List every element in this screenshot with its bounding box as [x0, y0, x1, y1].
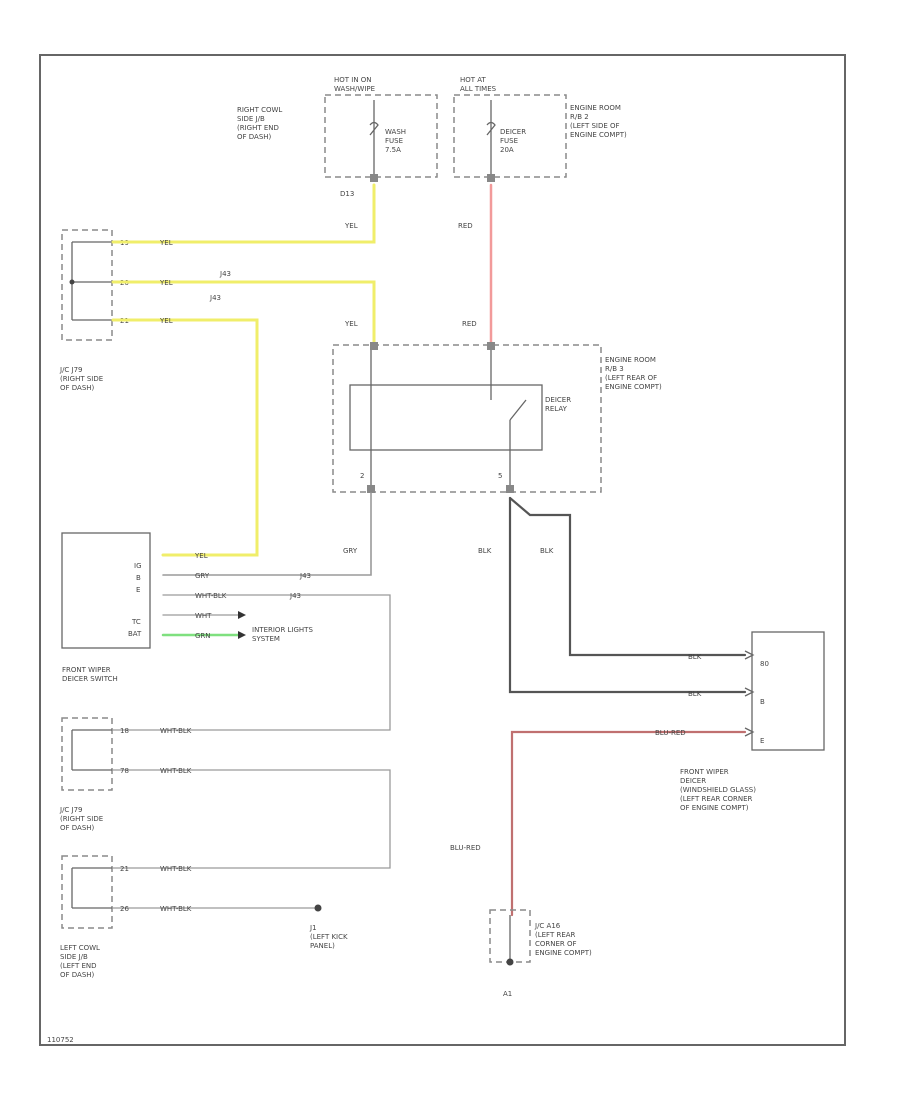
wire-yel-1 [111, 183, 376, 244]
wire-label-blu-red-1: BLU-RED [655, 729, 686, 737]
wire-label-blu-red-2: BLU-RED [450, 844, 481, 852]
wire-yel-2 [111, 280, 376, 347]
wire-label-blk-3: BLK [688, 653, 702, 661]
deicer-pin-e: E [760, 737, 764, 745]
wire-label-wht: WHT [195, 612, 212, 620]
wire-wht-blk-loop-1 [112, 594, 391, 731]
wire-label-yel-2b: YEL [344, 320, 358, 328]
wire-label-blk-1: BLK [478, 547, 492, 555]
left-cowl-pin-21: 21 [120, 865, 129, 873]
wire-wht-blk-loop-2 [112, 769, 391, 869]
wire-yel-3 [111, 318, 259, 557]
wire-label-blk-4: BLK [688, 690, 702, 698]
wire-label-wht-blk-1: WHT-BLK [195, 592, 227, 600]
switch-pin-b: B [136, 574, 141, 582]
wire-blu-red [510, 730, 747, 917]
wire-label-yel-3: YEL [159, 317, 173, 325]
switch-pin-bat: BAT [128, 630, 142, 638]
wire-label-wht-blk-4: WHT-BLK [160, 865, 192, 873]
wire-label-wht-blk-3: WHT-BLK [160, 767, 192, 775]
jc-mid-pin-18: 18 [120, 727, 129, 735]
connector-markers [367, 174, 514, 493]
jc-mid-pin-78: 78 [120, 767, 129, 775]
a1-label: A1 [503, 990, 512, 998]
switch-pin-ig: IG [134, 562, 142, 570]
relay-pin-2: 2 [360, 472, 364, 480]
wire-label-blk-2: BLK [540, 547, 554, 555]
j43-label: J43 [209, 294, 221, 302]
switch-pin-tc: TC [131, 618, 141, 626]
wire-blk-1 [508, 496, 747, 657]
wire-label-red-2: RED [462, 320, 477, 328]
j43-label-3: J43 [289, 592, 301, 600]
wire-label-wht-blk-2: WHT-BLK [160, 727, 192, 735]
wire-label-wht-blk-5: WHT-BLK [160, 905, 192, 913]
wire-label-yel-2: YEL [159, 279, 173, 287]
j43-label-2: J43 [299, 572, 311, 580]
wire-blk-2 [508, 496, 747, 694]
j43-sub-label: J43 [219, 270, 231, 278]
left-cowl-pin-26: 26 [120, 905, 129, 913]
wire-label-red-1: RED [458, 222, 473, 230]
wire-gry [162, 492, 372, 576]
footer-code: 110752 [47, 1036, 74, 1044]
diagram-frame [39, 54, 846, 1046]
wire-label-gry-1: GRY [343, 547, 358, 555]
relay-pin-5: 5 [498, 472, 502, 480]
deicer-pin-80: 80 [760, 660, 769, 668]
wire-label-gry-2: GRY [195, 572, 210, 580]
deicer-pin-b: B [760, 698, 765, 706]
wire-label-yel-sw: YEL [194, 552, 208, 560]
wire-label-yel-1: YEL [159, 239, 173, 247]
wire-label-yel-1b: YEL [344, 222, 358, 230]
pin-d13-label: D13 [340, 190, 354, 198]
switch-pin-e: E [136, 586, 140, 594]
wire-label-grn: GRN [195, 632, 211, 640]
